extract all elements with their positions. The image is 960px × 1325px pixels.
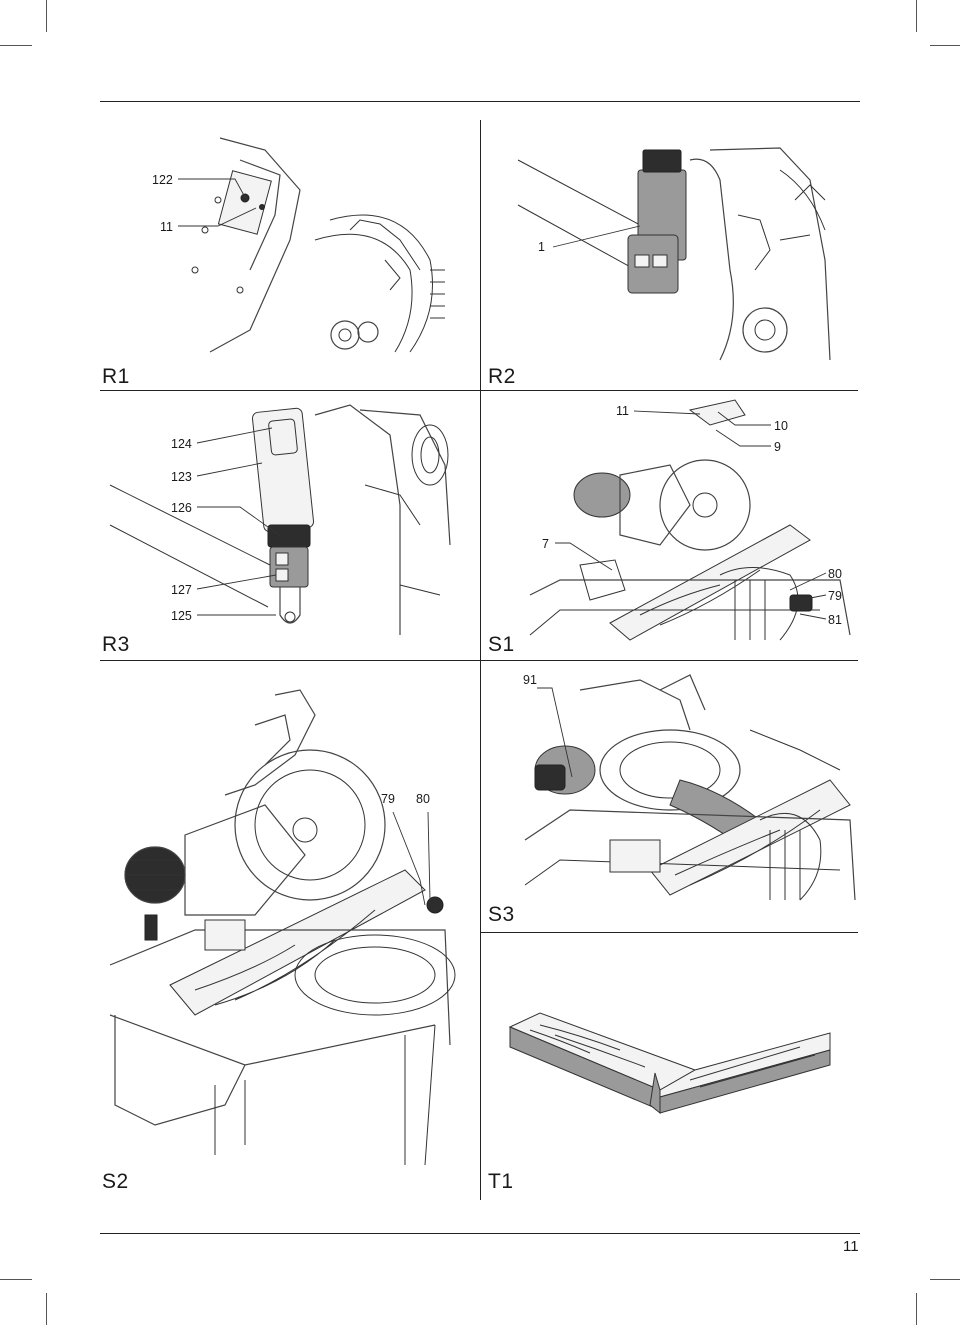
grid-row-divider xyxy=(480,932,858,933)
crop-mark xyxy=(0,1279,32,1280)
crop-mark xyxy=(46,0,47,32)
callout-123: 123 xyxy=(171,470,192,484)
s3-mitre-saw-illustration xyxy=(524,674,856,901)
header-rule xyxy=(100,101,860,102)
callout-79: 79 xyxy=(381,792,395,806)
crop-mark xyxy=(916,1293,917,1325)
callout-11: 11 xyxy=(616,404,629,418)
callout-122: 122 xyxy=(152,173,173,187)
panel-label-r1: R1 xyxy=(102,365,130,388)
callout-124: 124 xyxy=(171,437,192,451)
callout-91: 91 xyxy=(523,673,537,687)
r1-leader-lines xyxy=(178,178,257,227)
footer-rule xyxy=(100,1233,860,1234)
callout-10: 10 xyxy=(774,419,788,433)
callout-127: 127 xyxy=(171,583,192,597)
r2-leader-lines xyxy=(552,225,641,248)
s2-mitre-saw-illustration xyxy=(109,689,456,1166)
s1-leader-lines xyxy=(555,410,827,620)
r3-leader-lines xyxy=(196,427,283,616)
callout-80: 80 xyxy=(828,567,842,581)
callout-7: 7 xyxy=(542,537,549,551)
panel-label-t1: T1 xyxy=(488,1170,514,1193)
page-number: 11 xyxy=(843,1238,859,1255)
r1-saw-handle-illustration xyxy=(191,137,445,353)
panel-label-s3: S3 xyxy=(488,903,515,926)
callout-9: 9 xyxy=(774,440,781,454)
panel-label-r3: R3 xyxy=(102,633,130,656)
callout-126: 126 xyxy=(171,501,192,515)
callout-79: 79 xyxy=(828,589,842,603)
crop-mark xyxy=(930,45,960,46)
callout-1: 1 xyxy=(538,240,545,254)
callout-80: 80 xyxy=(416,792,430,806)
t1-mitre-joint-illustration xyxy=(508,1012,831,1115)
panel-label-r2: R2 xyxy=(488,365,516,388)
panel-label-s2: S2 xyxy=(102,1170,129,1193)
callout-81: 81 xyxy=(828,613,842,627)
s1-mitre-saw-illustration xyxy=(529,399,851,641)
panel-label-s1: S1 xyxy=(488,633,515,656)
callout-11: 11 xyxy=(160,220,173,234)
s3-leader-lines xyxy=(537,687,573,778)
s2-leader-lines xyxy=(392,811,431,906)
grid-row-divider xyxy=(100,390,858,391)
crop-mark xyxy=(0,45,32,46)
crop-mark xyxy=(46,1293,47,1325)
r3-handle-switch-illustration xyxy=(109,404,451,635)
crop-mark xyxy=(930,1279,960,1280)
crop-mark xyxy=(916,0,917,32)
grid-row-divider xyxy=(100,660,858,661)
callout-125: 125 xyxy=(171,609,192,623)
r2-switch-housing-illustration xyxy=(517,147,831,361)
